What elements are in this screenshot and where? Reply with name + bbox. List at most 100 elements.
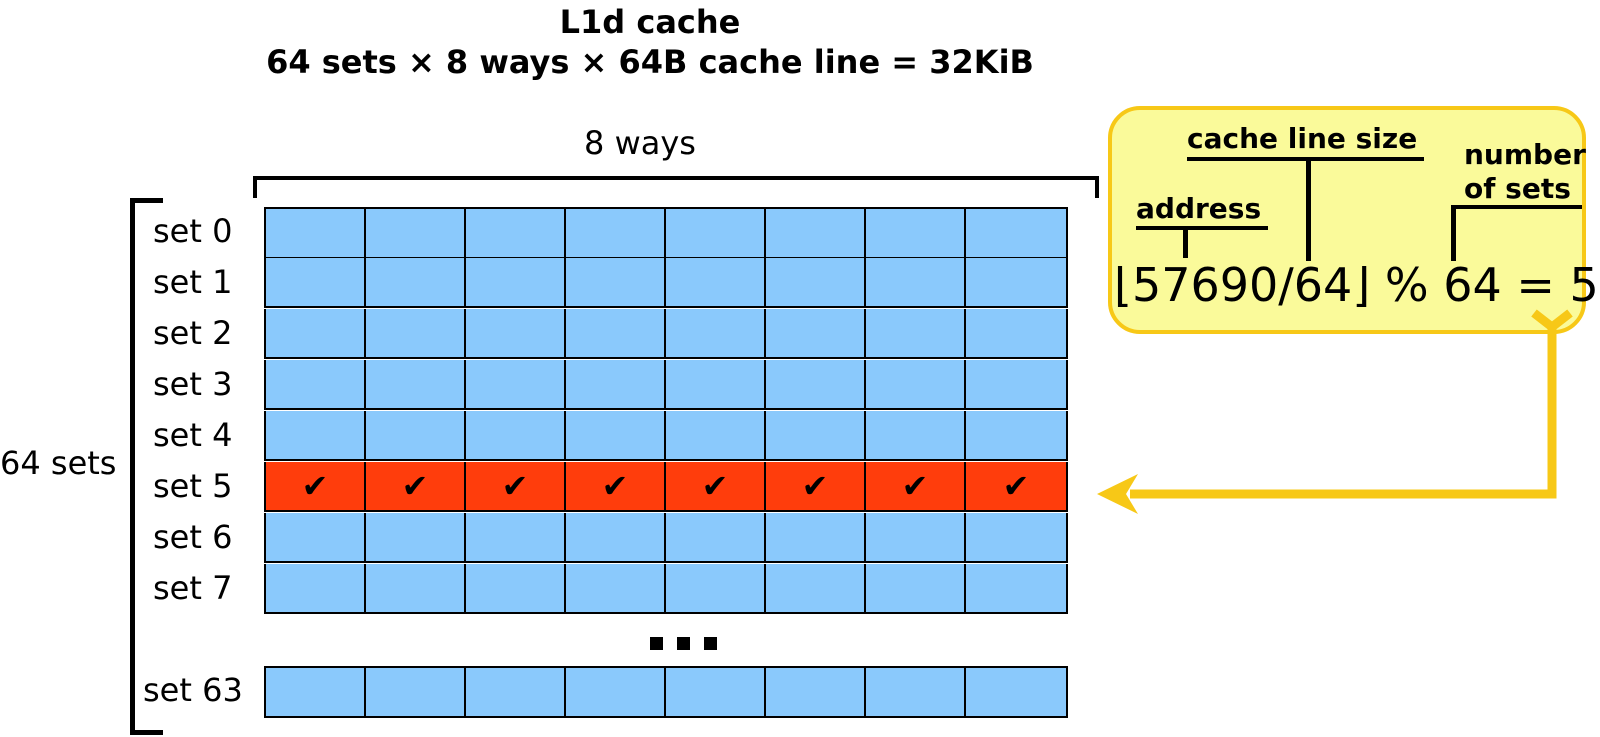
set-label: set 4	[153, 416, 233, 454]
cache-line	[966, 360, 1066, 408]
cache-line	[566, 360, 666, 408]
address-pointer	[1183, 226, 1188, 258]
formula-box	[1108, 106, 1586, 334]
cache-line-size-label: cache line size	[1187, 122, 1418, 155]
cache-line	[566, 668, 666, 716]
number-of-sets-pointer	[1451, 205, 1456, 261]
set-label: set 5	[153, 467, 233, 505]
set-row	[264, 411, 1068, 461]
cache-line	[966, 564, 1066, 612]
cache-line	[866, 513, 966, 561]
cache-line-hit: ✔	[966, 462, 1066, 510]
cache-line	[366, 209, 466, 257]
ellipsis-dot	[677, 637, 690, 650]
set-row	[264, 258, 1068, 308]
number-of-sets-label-1: number	[1464, 138, 1586, 171]
cache-line-hit: ✔	[566, 462, 666, 510]
cache-line	[766, 360, 866, 408]
cache-line	[666, 258, 766, 306]
cache-line	[566, 209, 666, 257]
cache-line	[266, 513, 366, 561]
cache-line	[566, 258, 666, 306]
cache-line	[466, 258, 566, 306]
set-row	[264, 207, 1068, 259]
cache-line	[666, 411, 766, 459]
set-label: set 1	[153, 263, 233, 301]
cache-line	[466, 309, 566, 357]
cache-line-hit: ✔	[266, 462, 366, 510]
set-label: set 3	[153, 365, 233, 403]
cache-line-size-pointer	[1306, 157, 1311, 261]
number-of-sets-underline	[1451, 205, 1582, 209]
cache-line-size-underline	[1187, 157, 1424, 161]
set-row-highlighted: ✔✔✔✔✔✔✔✔	[264, 462, 1068, 512]
cache-line-hit: ✔	[866, 462, 966, 510]
cache-line	[866, 360, 966, 408]
cache-line	[866, 258, 966, 306]
cache-line	[566, 564, 666, 612]
cache-line	[766, 309, 866, 357]
cache-line	[966, 209, 1066, 257]
cache-line	[766, 564, 866, 612]
set-row	[264, 666, 1068, 718]
address-label: address	[1136, 192, 1262, 225]
cache-line	[666, 209, 766, 257]
cache-line	[766, 209, 866, 257]
number-of-sets-label-2: of sets	[1464, 172, 1571, 205]
cache-line	[766, 513, 866, 561]
title-line-1: L1d cache	[559, 3, 741, 41]
cache-line	[566, 513, 666, 561]
cache-line	[366, 513, 466, 561]
cache-line	[466, 564, 566, 612]
address-underline	[1136, 226, 1268, 230]
ellipsis	[650, 637, 717, 650]
cache-line-hit: ✔	[366, 462, 466, 510]
ellipsis-dot	[650, 637, 663, 650]
sets-label: 64 sets	[0, 444, 117, 482]
result-brace	[1531, 309, 1573, 332]
cache-line	[366, 360, 466, 408]
cache-line	[666, 668, 766, 716]
cache-line	[666, 360, 766, 408]
cache-line	[266, 411, 366, 459]
cache-line	[866, 209, 966, 257]
cache-line	[466, 411, 566, 459]
cache-line	[966, 668, 1066, 716]
cache-line	[566, 411, 666, 459]
cache-line	[866, 668, 966, 716]
set-row	[264, 564, 1068, 614]
cache-line	[266, 309, 366, 357]
result-arrow-head	[1097, 474, 1138, 514]
cache-line	[966, 309, 1066, 357]
set-row	[264, 309, 1068, 359]
cache-line	[866, 309, 966, 357]
set-label: set 6	[153, 518, 233, 556]
cache-line	[366, 411, 466, 459]
set-label: set 2	[153, 314, 233, 352]
cache-line	[266, 668, 366, 716]
cache-line	[966, 411, 1066, 459]
cache-line	[966, 513, 1066, 561]
cache-line-hit: ✔	[466, 462, 566, 510]
set-row	[264, 360, 1068, 410]
cache-line	[366, 564, 466, 612]
ways-bracket	[253, 176, 1099, 198]
cache-line	[766, 411, 866, 459]
cache-line	[266, 258, 366, 306]
cache-line	[466, 209, 566, 257]
cache-line	[366, 258, 466, 306]
set-row	[264, 513, 1068, 563]
set-label: set 7	[153, 569, 233, 607]
result-arrow-line	[1130, 327, 1557, 499]
ways-label: 8 ways	[584, 124, 696, 162]
cache-line-hit: ✔	[766, 462, 866, 510]
cache-line-hit: ✔	[666, 462, 766, 510]
title-line-2: 64 sets × 8 ways × 64B cache line = 32Ki…	[266, 43, 1034, 81]
cache-line	[766, 668, 866, 716]
cache-line	[666, 513, 766, 561]
cache-line	[266, 209, 366, 257]
cache-line	[966, 258, 1066, 306]
cache-line	[366, 668, 466, 716]
cache-line	[266, 360, 366, 408]
